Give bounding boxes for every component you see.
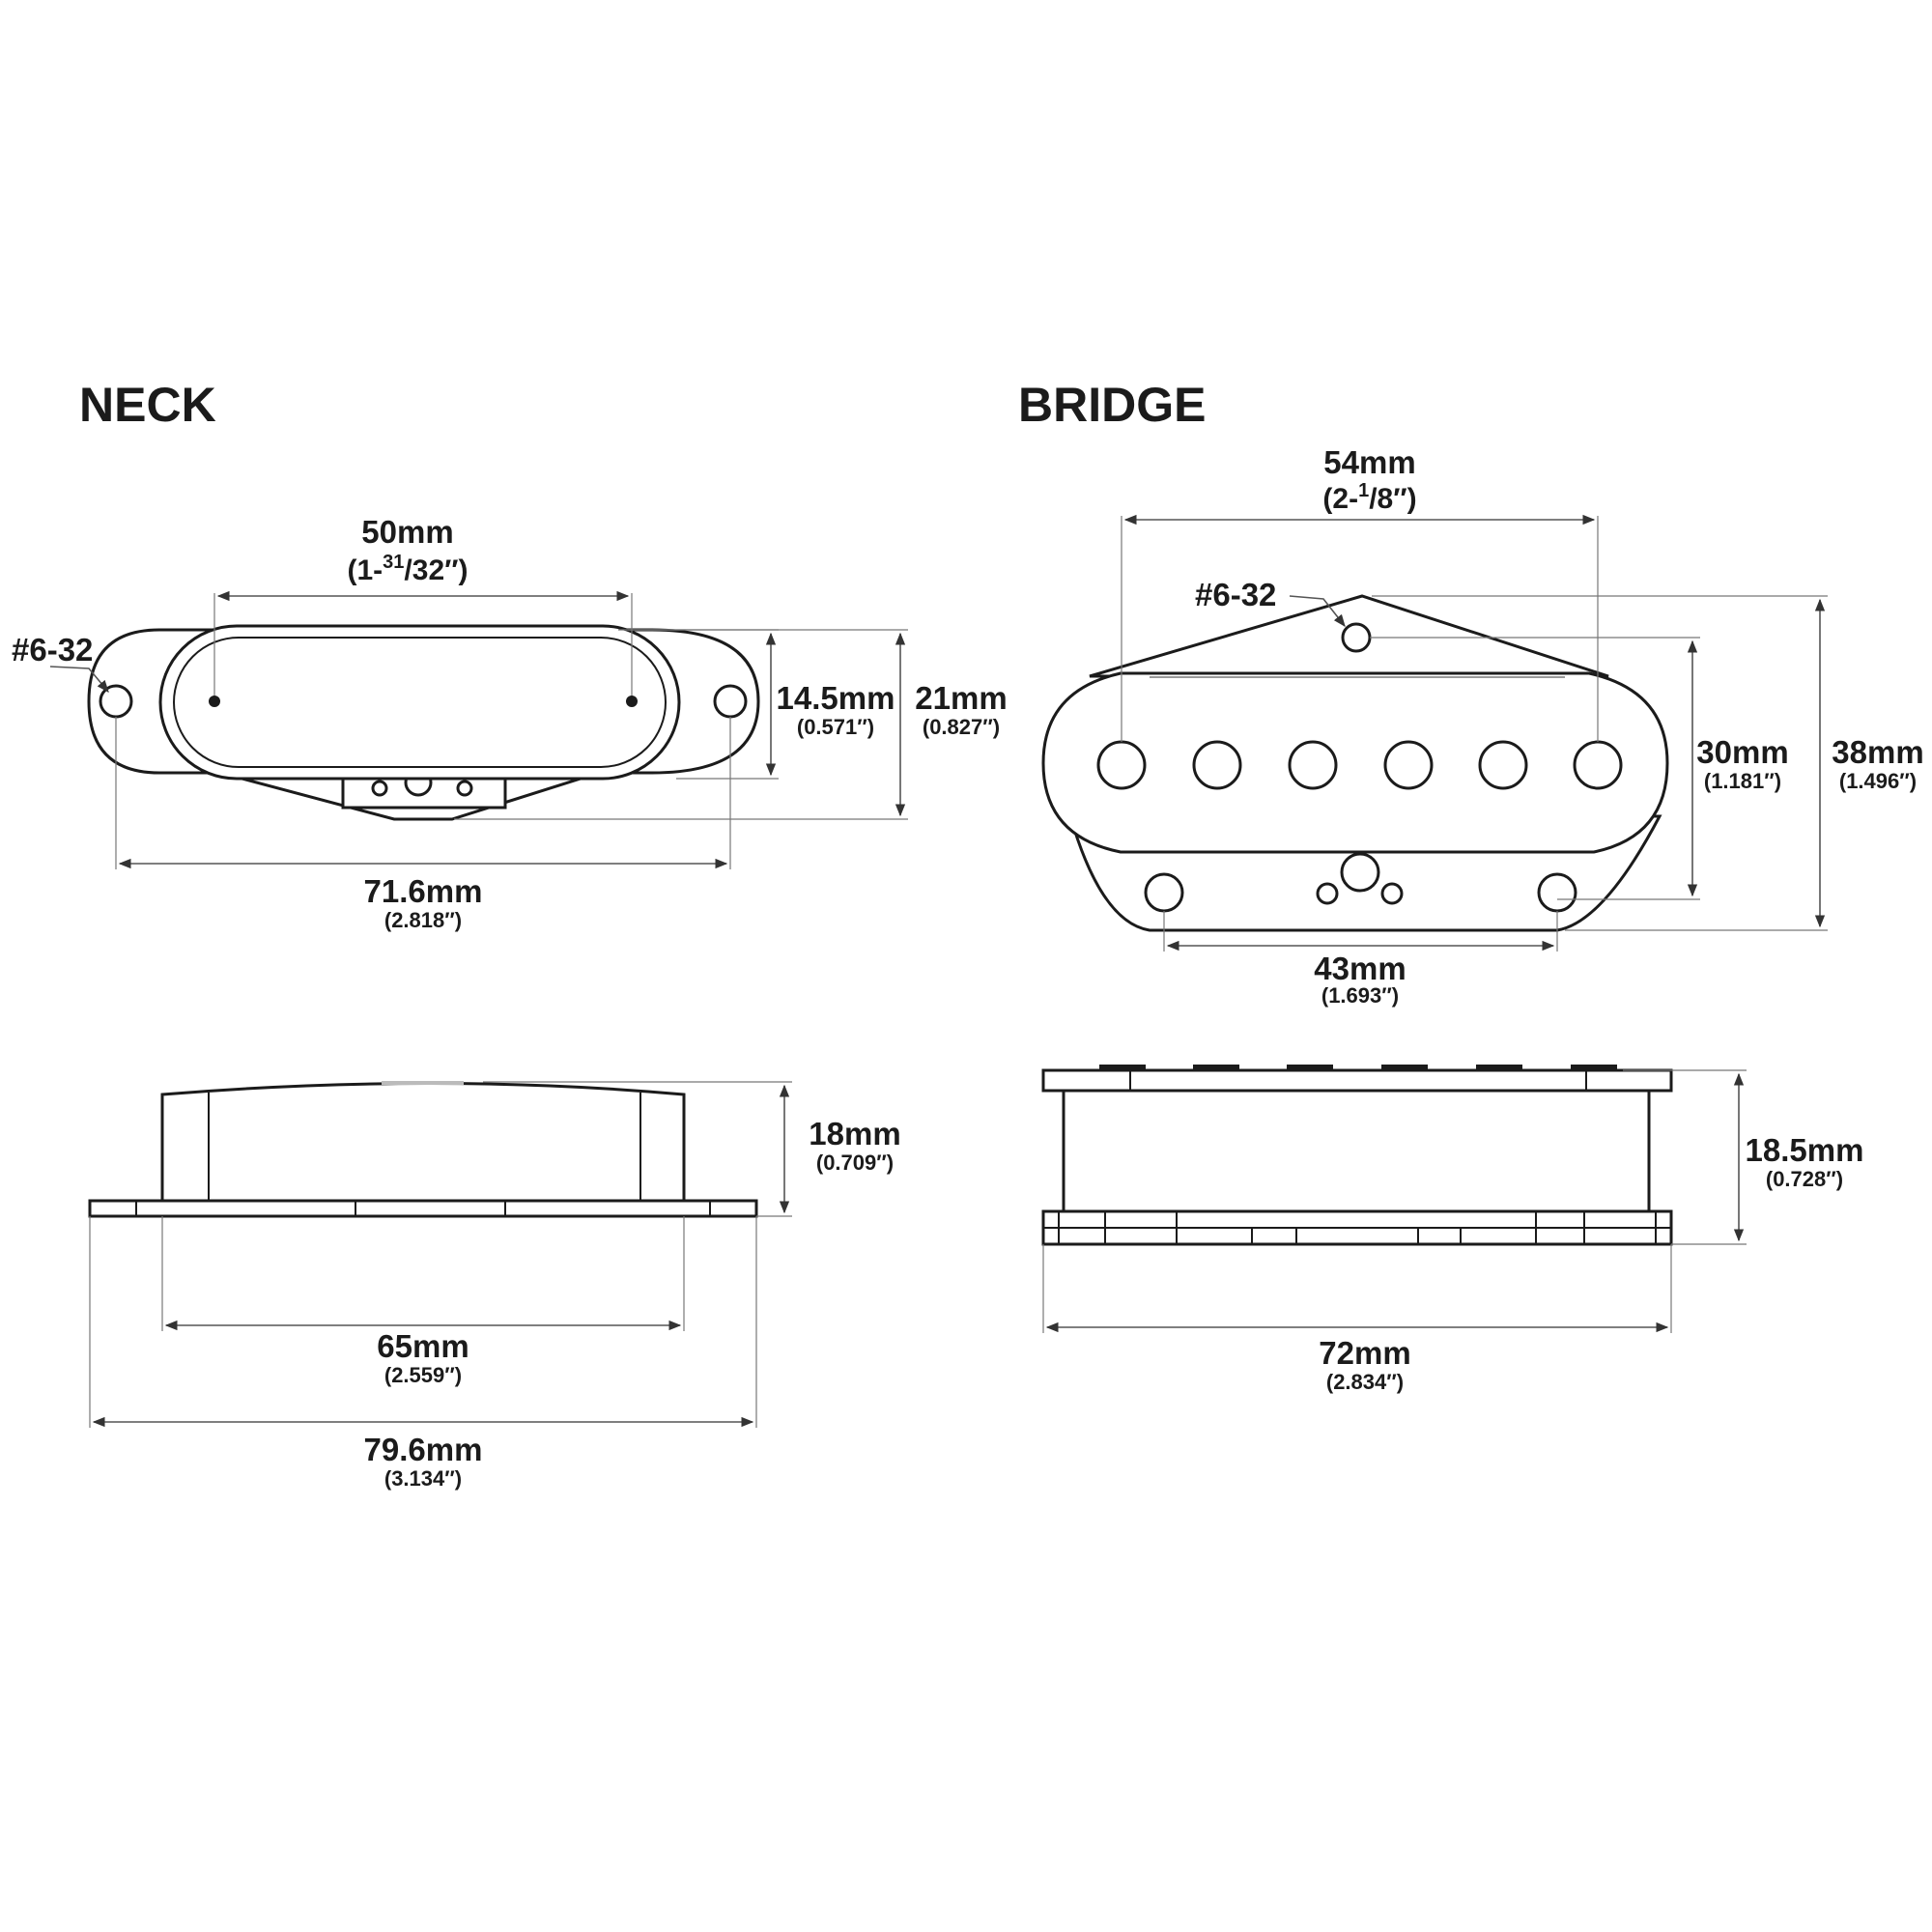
neck-mount-hole-right — [713, 684, 748, 719]
bridge-pole-1 — [1096, 740, 1147, 790]
bridge-pole-2 — [1192, 740, 1242, 790]
neck-pole-right — [626, 696, 638, 707]
bridge-side-top-flange — [1041, 1068, 1673, 1093]
neck-overall-length-inch: (3.134″) — [384, 1466, 462, 1491]
neck-coil-height-mm: 14.5mm — [777, 680, 895, 716]
neck-cover-height-inch: (0.709″) — [816, 1151, 894, 1175]
bridge-overall-height-inch: (1.496″) — [1839, 769, 1917, 793]
bridge-side-height-inch: (0.728″) — [1766, 1167, 1843, 1191]
bridge-coil-body — [1041, 671, 1669, 854]
bridge-pole-4 — [1383, 740, 1434, 790]
bridge-side-pole-tops — [1099, 1065, 1617, 1072]
bridge-side-height-dim: 18.5mm (0.728″) — [1623, 1069, 1864, 1245]
bridge-side-coil — [1062, 1089, 1651, 1213]
bridge-pole-5 — [1478, 740, 1528, 790]
bridge-pole-row — [1096, 740, 1623, 790]
bridge-pole-span-mm: 54mm — [1323, 444, 1415, 480]
neck-mount-span-mm: 71.6mm — [364, 873, 483, 909]
bridge-top-view — [1041, 594, 1669, 932]
bridge-bottom-hole-small-right — [1380, 882, 1404, 905]
neck-lug-hole-right — [456, 780, 473, 797]
bridge-screw-leader — [1289, 595, 1346, 628]
bridge-top-screw-hole — [1341, 622, 1372, 653]
neck-top-view — [87, 624, 760, 821]
neck-overall-length-mm: 79.6mm — [364, 1432, 483, 1467]
bridge-bottom-hole-small-left — [1316, 882, 1339, 905]
bridge-pole-3 — [1288, 740, 1338, 790]
bridge-mid-height-mm: 30mm — [1696, 734, 1788, 770]
bridge-mid-height-inch: (1.181″) — [1704, 769, 1781, 793]
neck-screw-label: #6-32 — [12, 632, 93, 668]
neck-mount-span-dim: 71.6mm (2.818″) — [115, 717, 731, 932]
neck-mount-span-inch: (2.818″) — [384, 908, 462, 932]
neck-mount-hole-left — [99, 684, 133, 719]
bridge-overall-length-mm: 72mm — [1319, 1335, 1410, 1371]
neck-side-base-plate — [88, 1199, 758, 1218]
neck-screw-leader — [49, 666, 109, 693]
neck-cover-outer — [158, 624, 681, 781]
neck-plate-height-mm: 21mm — [915, 680, 1007, 716]
neck-title: NECK — [79, 378, 216, 432]
bridge-pole-span-dim: 54mm (2-1/8″) — [1121, 444, 1599, 742]
bridge-side-height-mm: 18.5mm — [1746, 1132, 1864, 1168]
neck-side-view — [88, 1081, 758, 1218]
bridge-title: BRIDGE — [1018, 378, 1206, 432]
neck-cover-height-dim: 18mm (0.709″) — [483, 1081, 901, 1217]
neck-lug-hole-left — [371, 780, 388, 797]
neck-overall-length-dim: 79.6mm (3.134″) — [89, 1216, 757, 1491]
bridge-overall-height-mm: 38mm — [1832, 734, 1923, 770]
neck-cover-length-inch: (2.559″) — [384, 1363, 462, 1387]
neck-plate-height-dim: 21mm (0.827″) — [454, 629, 1008, 820]
neck-cover-inner — [173, 637, 667, 768]
bridge-side-view — [1041, 1065, 1673, 1246]
bridge-overall-height-dim: 38mm (1.496″) — [1372, 595, 1924, 931]
neck-pole-span-dim: 50mm (1-31/32″) — [213, 514, 633, 696]
neck-side-cover — [160, 1082, 686, 1203]
bridge-bottom-holes-mm: 43mm — [1314, 951, 1406, 986]
neck-cover-length-mm: 65mm — [377, 1328, 469, 1364]
bridge-overall-length-inch: (2.834″) — [1326, 1370, 1404, 1394]
bridge-screw-label: #6-32 — [1195, 577, 1276, 612]
bridge-pole-span-inch: (2-1/8″) — [1322, 480, 1416, 515]
neck-pole-span-inch: (1-31/32″) — [348, 552, 469, 586]
bridge-bottom-hole-left — [1144, 872, 1184, 913]
neck-pole-span-mm: 50mm — [361, 514, 453, 550]
neck-plate-height-inch: (0.827″) — [923, 715, 1000, 739]
neck-cover-height-mm: 18mm — [809, 1116, 900, 1151]
bridge-bottom-holes-inch: (1.693″) — [1321, 983, 1399, 1008]
bridge-bottom-holes-dim: 43mm (1.693″) — [1163, 911, 1558, 1008]
bridge-pole-6 — [1573, 740, 1623, 790]
bridge-overall-length-dim: 72mm (2.834″) — [1042, 1244, 1672, 1394]
bridge-bottom-hole-right — [1537, 872, 1577, 913]
neck-pole-left — [209, 696, 220, 707]
neck-cover-length-dim: 65mm (2.559″) — [161, 1216, 685, 1387]
neck-coil-height-inch: (0.571″) — [797, 715, 874, 739]
bridge-mid-height-dim: 30mm (1.181″) — [1370, 637, 1789, 900]
bridge-bottom-hole-center — [1340, 852, 1380, 893]
